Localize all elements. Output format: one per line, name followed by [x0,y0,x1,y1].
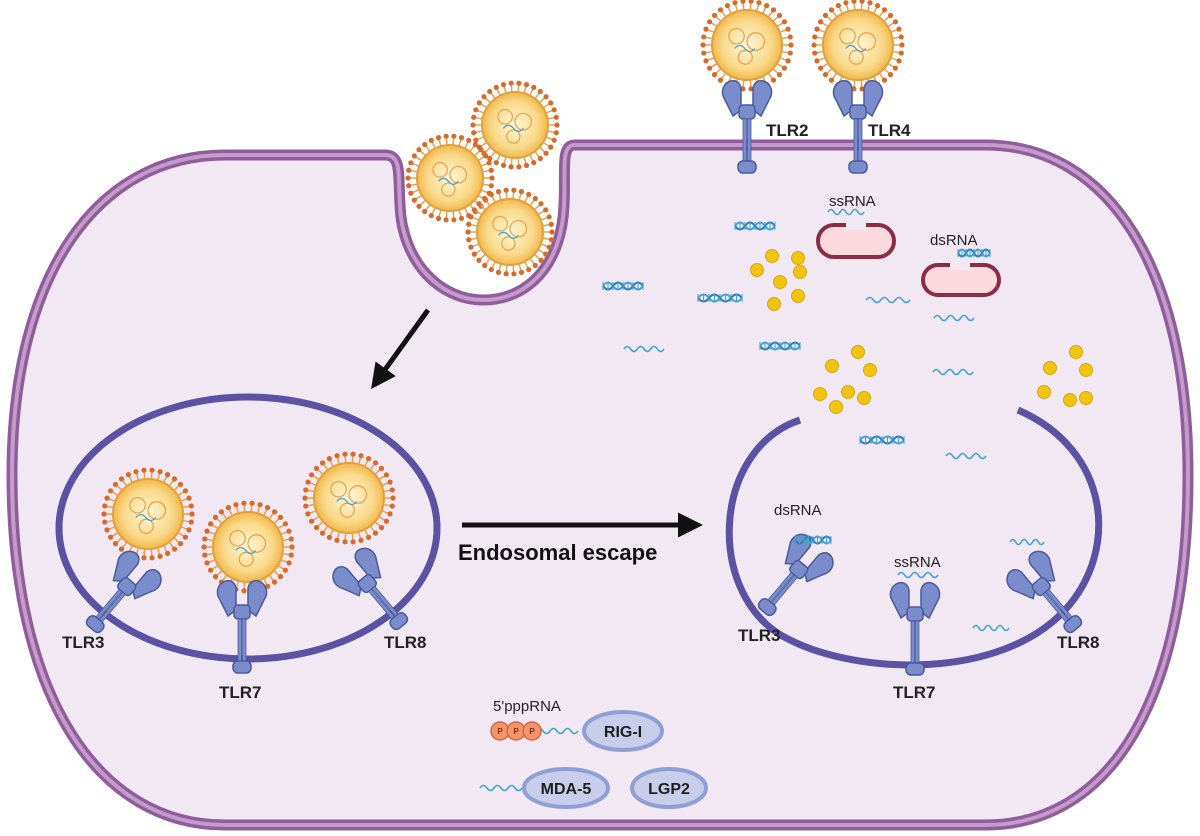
rna-strand-icon [897,571,939,579]
ssrna-label-top: ssRNA [829,193,876,210]
tlr4-label: TLR4 [868,121,911,140]
right-tlr8-label: TLR8 [1057,633,1100,652]
nanoparticle-icon [767,297,781,311]
rna-strand-icon [794,535,832,545]
lipid-nanoparticle-icon [201,500,295,594]
cell-membrane-inner-layer [9,143,1191,827]
left-tlr8-label: TLR8 [384,633,427,652]
rna-strand-icon [827,208,865,216]
lipid-nanoparticle-icon [101,467,195,561]
phosphate-label: P [513,727,519,736]
toll-like-receptor-icon [332,547,409,631]
rig-i-label: RIG-I [604,724,642,741]
lipid-nanoparticle-icon [811,0,905,92]
rna-strand-icon [697,293,743,303]
rna-strand-icon [945,452,987,460]
rna-strand-icon [623,345,665,353]
nanoparticle-icon [765,249,779,263]
nanoparticle-icon [851,345,865,359]
ppprna-label: 5'pppRNA [493,698,561,715]
ssrna-vesicle [816,220,896,259]
left-tlr7-label: TLR7 [219,683,262,702]
lipid-nanoparticle-icon [465,187,555,277]
rig-i-sensor [582,710,664,752]
toll-like-receptor-icon [1006,550,1083,634]
tlr2-label: TLR2 [766,121,809,140]
nanoparticle-icon [750,263,764,277]
toll-like-receptor-icon [832,80,884,174]
toll-like-receptor-icon [721,80,773,174]
lipid-nanoparticle-icon [302,451,396,545]
nanoparticle-icon [773,275,787,289]
triphosphate-group: P P P [490,721,542,741]
rna-strand-icon [1009,538,1045,546]
dsrna-vesicle [921,260,1001,297]
rna-strand-icon [759,341,801,351]
nanoparticle-icon [1079,391,1093,405]
nanoparticle-icon [793,265,807,279]
nanoparticle-icon [1037,385,1051,399]
nanoparticle-icon [1043,361,1057,375]
left-tlr3-label: TLR3 [62,633,105,652]
nanoparticle-icon [1079,363,1093,377]
nanoparticle-icon [791,289,805,303]
dsrna-label-top: dsRNA [930,232,978,249]
nanoparticle-icon [825,359,839,373]
mda5-sensor [522,767,610,809]
nanoparticle-icon [813,387,827,401]
toll-like-receptor-icon [889,582,941,676]
left-endosome [55,393,441,663]
endosomal-escape-label: Endosomal escape [458,540,657,565]
nanoparticle-icon [857,391,871,405]
nanoparticle-icon [791,251,805,265]
rna-strand-icon [933,314,975,322]
rna-strand-icon [972,624,1010,632]
toll-like-receptor-icon [216,580,268,674]
endocytosis-arrow [371,308,431,390]
lipid-nanoparticle-icon [700,0,794,92]
nanoparticle-icon [829,400,843,414]
dsrna-label-endosome: dsRNA [774,502,822,519]
lipid-nanoparticle-icon [470,80,560,170]
rna-strand-icon [932,368,974,376]
toll-like-receptor-icon [85,550,162,634]
rna-strand-icon [602,281,644,291]
mda5-label: MDA-5 [541,781,592,798]
nanoparticle-icon [841,385,855,399]
ssrna-label-endosome: ssRNA [894,554,941,571]
rna-strand-icon [734,221,776,231]
lgp2-label: LGP2 [648,781,690,798]
nanoparticle-icon [1063,393,1077,407]
phosphate-icon [522,721,542,741]
phosphate-label: P [497,727,503,736]
rna-strand-icon [859,435,905,445]
phosphate-label: P [529,727,535,736]
rna-strand-icon [865,296,911,304]
rna-strand-icon [957,248,991,258]
rna-strand-icon [479,784,523,792]
nanoparticle-icon [863,363,877,377]
right-tlr7-label: TLR7 [893,683,936,702]
right-tlr3-label: TLR3 [738,626,781,645]
nanoparticle-icon [1069,345,1083,359]
rna-strand-icon [535,727,579,735]
lgp2-sensor [630,767,708,809]
